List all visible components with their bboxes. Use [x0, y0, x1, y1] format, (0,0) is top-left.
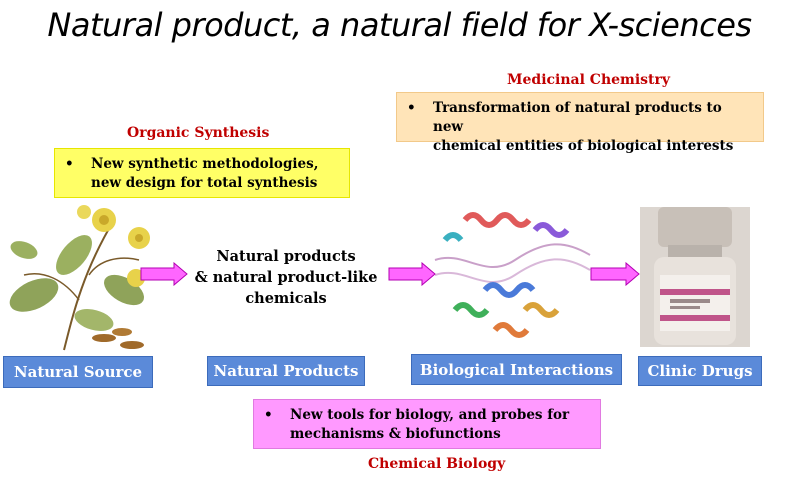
- bullet-icon: •: [407, 100, 416, 116]
- flow-arrow-1: [140, 262, 188, 286]
- bullet-icon: •: [264, 407, 273, 423]
- medicinal-chemistry-note: • Transformation of natural products to …: [396, 92, 764, 154]
- organic-synthesis-text: New synthetic methodologies, new design …: [91, 156, 319, 191]
- organic-synthesis-note: • New synthetic methodologies, new desig…: [54, 148, 350, 198]
- chemical-biology-text: New tools for biology, and probes for me…: [290, 407, 570, 442]
- chemical-biology-note: • New tools for biology, and probes for …: [253, 399, 601, 449]
- medicinal-chemistry-text: Transformation of natural products to ne…: [433, 100, 734, 154]
- stage-biological-interactions: Biological Interactions: [411, 354, 622, 385]
- stage-clinic-drugs: Clinic Drugs: [638, 356, 762, 386]
- medicinal-chemistry-label: Medicinal Chemistry: [507, 72, 671, 88]
- stage-natural-products: Natural Products: [207, 356, 365, 386]
- flow-arrow-2: [388, 262, 436, 286]
- bullet-icon: •: [65, 156, 74, 172]
- plant-illustration: [9, 205, 150, 351]
- protein-structure-image: [434, 212, 591, 338]
- slide-title: Natural product, a natural field for X-s…: [47, 6, 752, 44]
- chemical-biology-label: Chemical Biology: [368, 456, 506, 472]
- organic-synthesis-label: Organic Synthesis: [127, 125, 270, 141]
- drug-vial-photo: [640, 207, 750, 347]
- flow-arrow-3: [590, 262, 640, 286]
- stage-natural-source: Natural Source: [3, 356, 153, 388]
- natural-products-description: Natural products & natural product-like …: [194, 248, 378, 307]
